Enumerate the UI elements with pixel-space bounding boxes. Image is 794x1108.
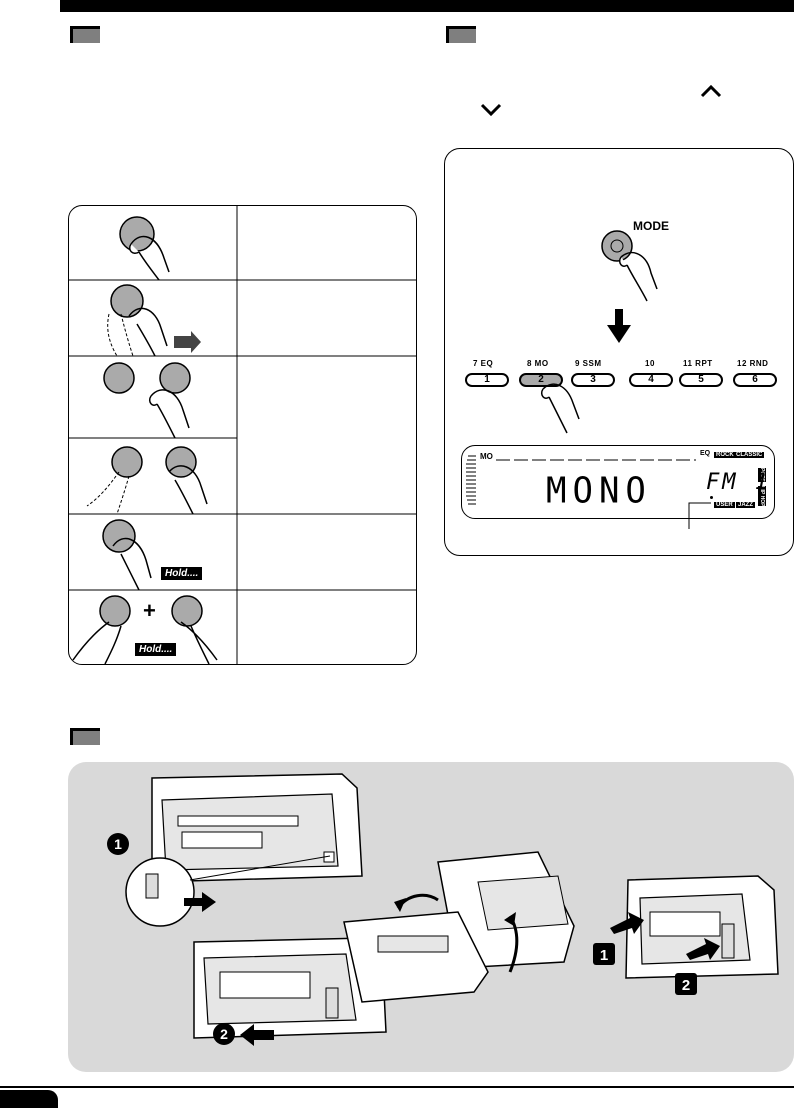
step-number: 2 [682,977,690,994]
key-label: 7 EQ [473,359,494,368]
lcd-stereo-dot [710,496,713,499]
release-button-zoom [125,855,331,927]
step-number: 2 [220,1026,228,1042]
lcd-mo-indicator: MO [480,452,493,461]
key-label: 8 MO [527,359,549,368]
lcd-user: USER [714,502,735,508]
plus-sign: + [143,598,156,623]
key-label: 12 RND [737,359,769,368]
mode-button-illustration [601,230,658,302]
alternate-press-illustration [103,362,191,439]
faceplate-panel: 1 2 1 [68,762,794,1072]
lcd-segment-bar [496,459,696,461]
two-button-hold-illustration [72,595,218,664]
slide-illustration [107,284,201,357]
pull-arrow-icon [240,1024,274,1046]
unit-illustration-detach [193,937,387,1039]
lcd-band-text: FM 1 [706,470,771,495]
lcd-hiphop: HIP HOP [758,486,766,507]
lcd-display: MO EQ ROCK CLASSIC POPS HIP HOP USER JAZ… [461,445,775,519]
lcd-classic: CLASSIC [734,452,765,458]
step-1-circle-icon: 1 [107,833,129,855]
lcd-jazz: JAZZ [736,502,755,508]
key-label: 9 SSM [575,359,602,368]
key-label: 10 [645,359,655,368]
lcd-pops: POPS [758,468,766,482]
header-bar [60,0,794,12]
operations-grid [69,206,416,664]
push-arrow-icon [686,938,720,960]
unit-illustration-release [151,773,363,883]
key-label: 11 RPT [683,359,713,368]
section-marker-icon [70,26,100,43]
lcd-eq-indicator: EQ [700,450,711,457]
lcd-rock: ROCK [714,452,736,458]
section-marker-icon [70,728,100,745]
preset-key-3[interactable]: 3 [571,373,615,387]
hold-badge: Hold.... [135,643,177,656]
mode-example-panel: MODE 7 EQ 1 8 MO 2 9 SSM 3 10 4 11 RPT 5… [444,148,794,556]
callout-line [688,502,711,529]
finger-illustration [540,383,580,434]
arrow-down-icon [607,309,631,343]
unit-illustration-attach [625,875,779,979]
lcd-level-meter [466,455,476,505]
button-operations-table: Hold.... Hold.... + [68,205,417,665]
step-1-square-icon: 1 [593,943,615,965]
chevron-up-icon [700,84,722,98]
step-2-square-icon: 2 [675,973,697,995]
preset-key-4[interactable]: 4 [629,373,673,387]
step-2-circle-icon: 2 [213,1023,235,1045]
mode-label: MODE [633,219,669,233]
page-tab [0,1090,58,1108]
preset-key-6[interactable]: 6 [733,373,777,387]
faceplate-case-illustration [343,851,575,1003]
repeated-press-illustration [86,446,208,515]
hold-badge: Hold.... [161,567,203,580]
press-illustration [119,216,170,281]
preset-keys: 7 EQ 1 8 MO 2 9 SSM 3 10 4 11 RPT 5 12 R… [461,359,781,399]
hold-illustration [102,519,152,591]
footer-rule [0,1086,794,1088]
preset-key-5[interactable]: 5 [679,373,723,387]
push-arrow-icon [610,912,644,934]
section-marker-icon [446,26,476,43]
lcd-main-text: MONO [546,470,652,512]
step-number: 1 [600,947,608,964]
chevron-down-icon [480,103,502,117]
preset-key-1[interactable]: 1 [465,373,509,387]
step-number: 1 [114,836,122,852]
